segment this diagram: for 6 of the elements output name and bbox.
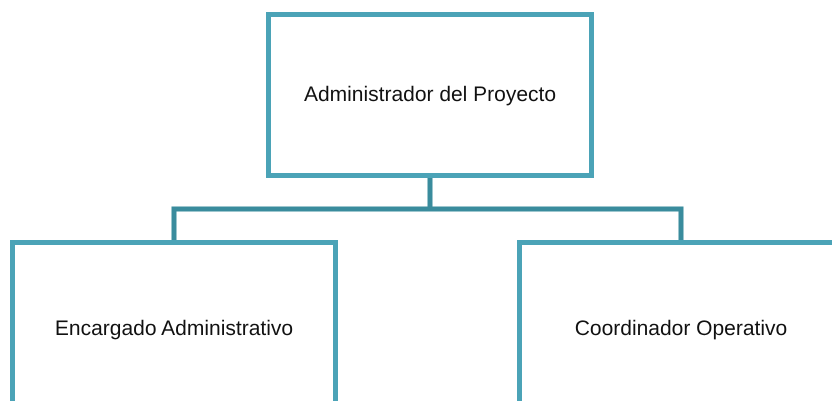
org-box <box>10 240 338 401</box>
box-label: Encargado Administrativo <box>54 317 294 341</box>
org-box <box>266 12 594 178</box>
box-label: Administrador del Proyecto <box>304 83 556 107</box>
org-box <box>517 240 832 401</box>
box-label: Coordinador Operativo <box>574 317 788 341</box>
